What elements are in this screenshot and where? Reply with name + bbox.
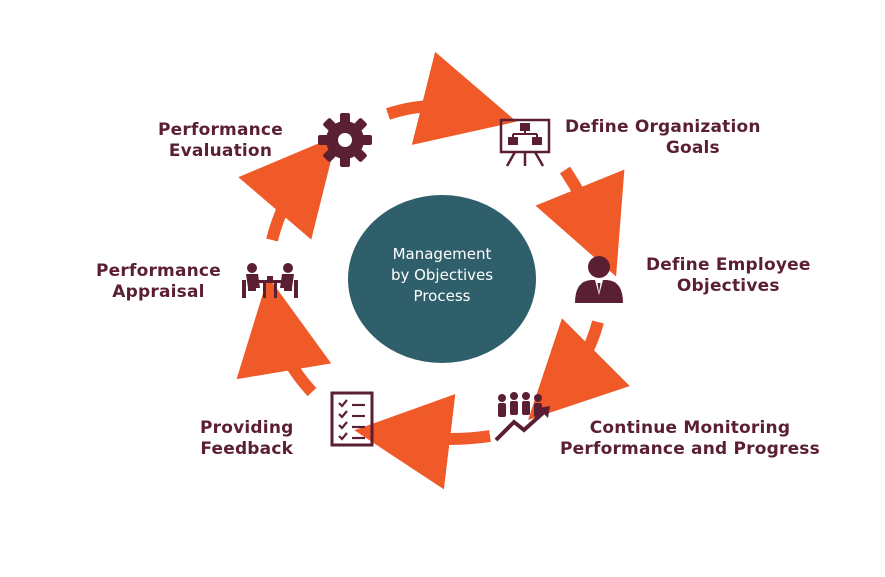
step-label-line: Define Organization <box>565 117 761 137</box>
center-title-line-3: Process <box>413 287 471 305</box>
step-label-line: Providing <box>200 418 294 438</box>
arrow-bottom <box>354 394 491 490</box>
step-label-define-organization-goals: Define Organization Goals <box>565 117 761 159</box>
checklist-icon <box>330 391 374 447</box>
arrow-top <box>386 51 517 145</box>
businessman-icon <box>575 256 623 303</box>
presentation-board-icon <box>499 118 551 167</box>
center-circle <box>348 195 536 363</box>
center-title: Management by Objectives Process <box>362 244 522 307</box>
step-label-line: Define Employee <box>646 255 811 275</box>
step-label-line: Performance <box>158 120 283 140</box>
step-label-line: Feedback <box>200 439 294 459</box>
step-label-line: Performance <box>96 261 221 281</box>
center-title-line-1: Management <box>392 245 492 263</box>
step-label-line: Goals <box>665 138 720 158</box>
arrow-bottom-left <box>236 276 332 397</box>
step-label-performance-appraisal: Performance Appraisal <box>96 261 221 303</box>
team-growth-icon <box>494 392 550 442</box>
arrow-bottom-right <box>528 318 630 420</box>
step-label-line: Evaluation <box>168 141 273 161</box>
step-label-line: Appraisal <box>112 282 205 302</box>
cycle-arrows <box>236 51 630 490</box>
step-label-continue-monitoring: Continue Monitoring Performance and Prog… <box>560 418 820 460</box>
step-label-line: Objectives <box>676 276 780 296</box>
arrow-top-right <box>535 166 625 277</box>
meeting-table-icon <box>242 263 298 298</box>
gear-icon <box>318 113 372 167</box>
arrow-top-left <box>238 135 338 242</box>
step-label-line: Continue Monitoring <box>589 418 791 438</box>
step-label-providing-feedback: Providing Feedback <box>200 418 294 460</box>
center-title-line-2: by Objectives <box>390 266 494 284</box>
step-label-performance-evaluation: Performance Evaluation <box>158 120 283 162</box>
step-label-define-employee-objectives: Define Employee Objectives <box>646 255 811 297</box>
step-label-line: Performance and Progress <box>560 439 820 459</box>
